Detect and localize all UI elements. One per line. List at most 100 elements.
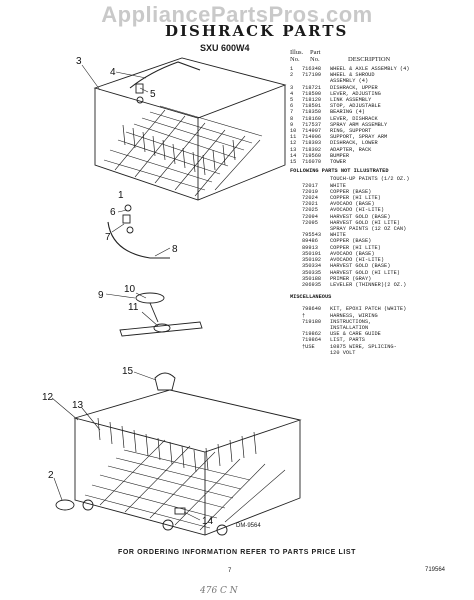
illus-number: 10 (290, 128, 297, 135)
diagram-code: DM-9564 (236, 523, 261, 529)
part-description: WHEEL & AXLE ASSEMBLY (4) (330, 66, 410, 72)
part-number: 714907 (302, 128, 322, 135)
part-number: 718350 (302, 109, 322, 116)
callout-5: 5 (150, 89, 156, 100)
part-number: 350335 (302, 269, 322, 276)
handwritten-note: 476 C N (200, 586, 238, 596)
part-description: DISHRACK, UPPER (330, 84, 378, 91)
part-number: 716348 (302, 66, 322, 72)
part-number (302, 350, 330, 356)
col-part: Part (310, 49, 321, 56)
illus-number: 15 (290, 159, 297, 166)
parts-table-row: 10 714907 RING, SUPPORT (290, 128, 470, 134)
part-number: 718120 (302, 97, 322, 104)
part-number: 350188 (302, 275, 322, 282)
part-description: WHEEL & SHROUD (330, 72, 375, 79)
lower-rack-wheel (82, 499, 94, 511)
part-number: 350334 (302, 263, 322, 270)
part-number: 718160 (302, 115, 322, 122)
upper-rack-tines (122, 124, 236, 176)
part-description: HARVEST GOLD (HI LITE) (330, 269, 400, 276)
callout-3: 3 (76, 56, 82, 67)
illus-number: 8 (290, 115, 294, 122)
part-number: 716070 (302, 159, 322, 166)
parts-list-header-1: Illus. Part (290, 49, 470, 56)
part-description: COPPER (HI LITE) (330, 195, 381, 202)
part-description: AVOCADO (HI-LITE) (330, 257, 385, 264)
illus-number: 4 (290, 90, 294, 97)
part-number: 795543 (302, 232, 322, 239)
wheel-shroud-assembly (55, 499, 75, 511)
tower (154, 372, 176, 391)
callout-4: 4 (110, 67, 116, 78)
parts-list-header-2: No. No. DESCRIPTION (290, 56, 470, 63)
illus-number: 5 (290, 97, 294, 104)
lower-rack-body (74, 418, 301, 536)
part-description: HARVEST GOLD (BASE) (330, 263, 391, 270)
adjusting-lever (129, 61, 201, 89)
callout-6: 6 (110, 207, 116, 218)
part-number: 72025 (302, 207, 318, 214)
section-miscellaneous: MISCELLANEOUS (290, 294, 332, 301)
part-description: DISHRACK, LOWER (330, 140, 378, 147)
part-number: 718721 (302, 84, 322, 91)
part-number: 718303 (302, 140, 322, 147)
part-description: HARVEST GOLD (BASE) (330, 213, 391, 220)
callout-10: 10 (124, 284, 136, 295)
part-number: 719180 (302, 318, 322, 325)
callout-14: 14 (202, 516, 214, 527)
part-number: 719862 (302, 331, 322, 338)
callout-7: 7 (105, 232, 111, 243)
illus-number: 9 (290, 121, 294, 128)
part-description: USE & CARE GUIDE (330, 331, 381, 338)
part-description: BUMPER (330, 152, 350, 159)
part-description: INSTALLATION (330, 324, 369, 331)
illus-number: 7 (290, 109, 294, 116)
part-description: KIT, EPOXI PATCH (WHITE) (330, 306, 407, 313)
illus-number (290, 282, 302, 288)
part-description: RING, SUPPORT (330, 128, 372, 135)
parts-table-row: 350335 HARVEST GOLD (HI LITE) (290, 270, 470, 276)
parts-table-row: 120 VOLT (290, 350, 470, 356)
parts-table-row: 719862 USE & CARE GUIDE (290, 331, 470, 337)
part-description: LIST, PARTS (330, 337, 365, 344)
touchup-header: TOUCH-UP PAINTS (1/2 OZ.) (330, 176, 410, 183)
parts-table-row: INSTALLATION (290, 325, 470, 331)
section-not-illustrated: FOLLOWING PARTS NOT ILLUSTRATED (290, 168, 389, 175)
spray-arm (119, 321, 203, 337)
part-number: 72017 (302, 182, 318, 189)
parts-table-row: 8 718160 LEVER, DISHRACK (290, 116, 470, 122)
part-description: LEVER, DISHRACK (330, 115, 378, 122)
callout-13: 13 (72, 400, 84, 411)
illus-number: 6 (290, 103, 294, 110)
part-number: 89486 (302, 238, 318, 245)
callout-15: 15 (122, 366, 134, 377)
col-illus-no: No. (290, 56, 300, 63)
touchup-header-row: TOUCH-UP PAINTS (1/2 OZ.) (290, 176, 470, 182)
part-number: 718501 (302, 103, 322, 110)
part-number: † (302, 312, 306, 319)
parts-table-row: † HARNESS, WIRING (290, 313, 470, 319)
parts-table-row: 350334 HARVEST GOLD (BASE) (290, 263, 470, 269)
part-description: COPPER (HI LITE) (330, 244, 381, 251)
part-description: SPRAY PAINTS (12 OZ CAN) (330, 226, 407, 233)
upper-rack-top-rail (93, 57, 287, 119)
part-description: HARNESS, WIRING (330, 312, 378, 319)
